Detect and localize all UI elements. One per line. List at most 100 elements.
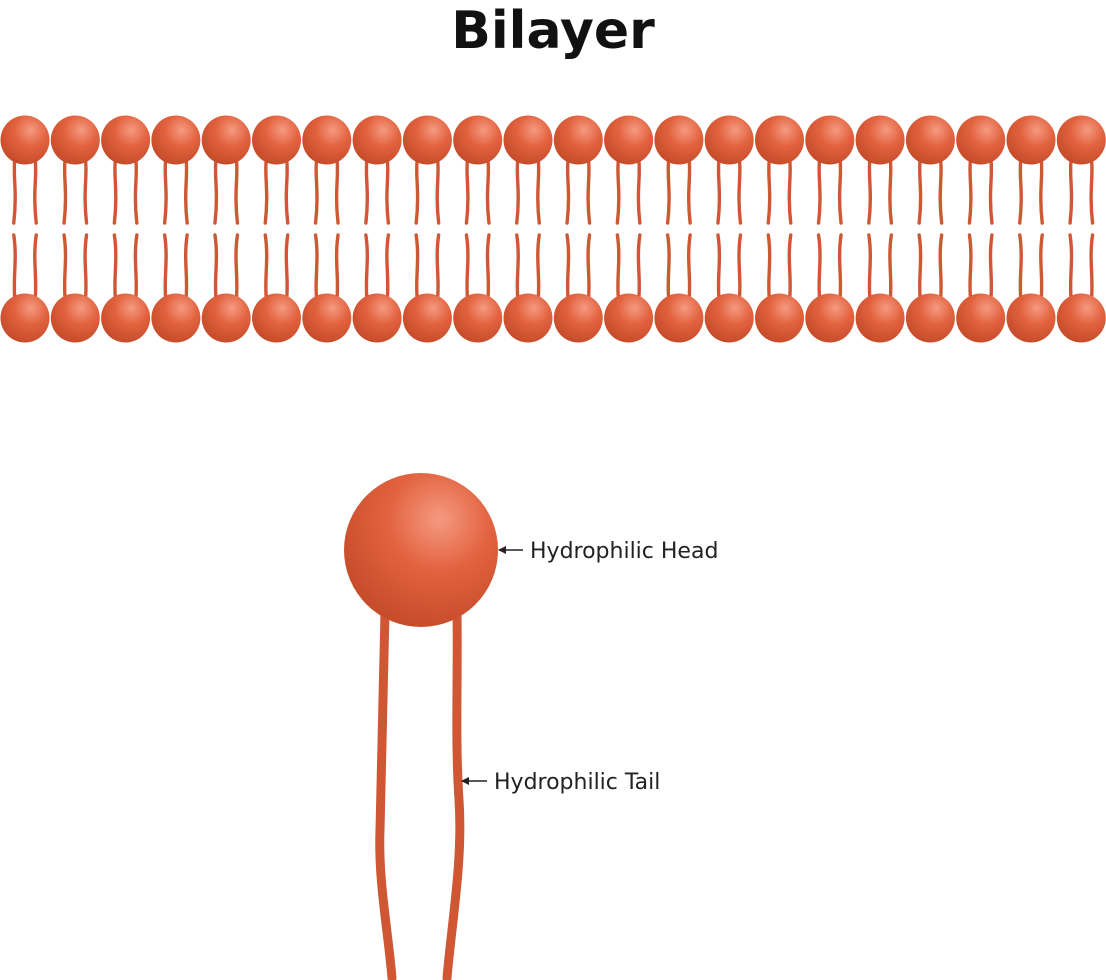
lower-tail — [12, 233, 17, 302]
bilayer-phospholipid-pair — [805, 115, 855, 343]
lower-head — [101, 293, 151, 343]
lower-tail — [816, 233, 822, 302]
upper-head — [252, 115, 301, 165]
lower-tail — [917, 233, 923, 302]
head-label: Hydrophilic Head — [530, 539, 718, 564]
upper-tail — [636, 156, 642, 225]
tail-label: Hydrophilic Tail — [494, 770, 660, 795]
bilayer-phospholipid-pair — [855, 115, 905, 343]
upper-tail — [988, 156, 994, 225]
upper-tail — [515, 156, 520, 225]
lower-tail — [687, 233, 692, 302]
upper-head — [50, 115, 100, 165]
lower-tail — [33, 233, 38, 302]
lower-head — [503, 293, 553, 343]
upper-tail — [385, 156, 391, 225]
lower-tail — [133, 233, 139, 302]
bilayer-phospholipid-pair — [50, 115, 100, 343]
upper-tail — [665, 156, 671, 225]
lower-tail — [83, 233, 89, 302]
bilayer-phospholipid-pair — [503, 115, 553, 343]
upper-head — [101, 115, 151, 165]
lower-head — [402, 293, 452, 343]
bilayer-phospholipid-pair — [654, 115, 704, 343]
lower-tail — [665, 233, 671, 302]
bilayer-phospholipid-pair — [453, 115, 503, 343]
upper-tail — [133, 156, 139, 225]
bilayer-phospholipid-pair — [252, 115, 301, 343]
lower-head — [453, 293, 503, 343]
upper-tail — [787, 156, 793, 225]
lower-tail — [62, 233, 68, 302]
upper-tail — [334, 156, 340, 225]
upper-head — [1006, 115, 1056, 165]
left-tail — [375, 607, 397, 980]
upper-tail — [12, 156, 17, 225]
upper-tail — [83, 156, 89, 225]
lower-tail — [1068, 233, 1074, 302]
lower-tail — [464, 233, 470, 302]
lower-tail — [1018, 233, 1023, 302]
upper-tail — [284, 156, 290, 225]
lower-tail — [1039, 233, 1044, 302]
bilayer-phospholipid-pair — [755, 115, 804, 343]
lower-head — [654, 293, 704, 343]
upper-head — [704, 115, 754, 165]
bilayer-phospholipid-pair — [956, 115, 1006, 343]
upper-head — [553, 115, 603, 165]
lower-tail — [263, 233, 269, 302]
upper-head — [855, 115, 905, 165]
upper-tail — [1018, 156, 1023, 225]
lower-tail — [234, 233, 240, 302]
lower-head — [151, 293, 201, 343]
upper-tail — [263, 156, 269, 225]
upper-tail — [967, 156, 973, 225]
upper-head — [905, 115, 955, 165]
upper-tail — [1089, 156, 1095, 225]
upper-tail — [485, 156, 491, 225]
lower-tail — [213, 233, 219, 302]
right-tail — [442, 607, 465, 980]
upper-tail — [33, 156, 38, 225]
bilayer-membrane — [0, 115, 1106, 343]
upper-tail — [213, 156, 219, 225]
lower-head — [704, 293, 754, 343]
lower-head — [252, 293, 301, 343]
upper-tail — [464, 156, 470, 225]
bilayer-phospholipid-pair — [101, 115, 151, 343]
upper-tail — [837, 156, 843, 225]
upper-tail — [1039, 156, 1044, 225]
lower-tail — [766, 233, 772, 302]
bilayer-phospholipid-pair — [704, 115, 754, 343]
upper-tail — [938, 156, 944, 225]
lower-tail — [837, 233, 843, 302]
lower-tail — [565, 233, 571, 302]
upper-tail — [536, 156, 541, 225]
upper-head — [956, 115, 1006, 165]
lower-tail — [615, 233, 621, 302]
page-title: Bilayer — [451, 1, 655, 61]
upper-head — [654, 115, 704, 165]
upper-tail — [867, 156, 872, 225]
bilayer-phospholipid-pair — [604, 115, 654, 343]
phospholipid-molecule — [344, 473, 498, 980]
bilayer-phospholipid-pair — [201, 115, 251, 343]
lower-tail — [737, 233, 743, 302]
bilayer-phospholipid-pair — [1006, 115, 1056, 343]
lower-tail — [284, 233, 290, 302]
upper-tail — [586, 156, 592, 225]
upper-head — [755, 115, 804, 165]
upper-tail — [737, 156, 743, 225]
lower-tail — [636, 233, 642, 302]
lower-head — [805, 293, 855, 343]
upper-head — [805, 115, 855, 165]
lower-head — [905, 293, 955, 343]
upper-tail — [888, 156, 894, 225]
bilayer-phospholipid-pair — [151, 115, 201, 343]
lower-tail — [967, 233, 973, 302]
head-arrow-icon — [498, 546, 506, 554]
upper-head — [352, 115, 402, 165]
lower-tail — [414, 233, 420, 302]
lower-tail — [385, 233, 391, 302]
